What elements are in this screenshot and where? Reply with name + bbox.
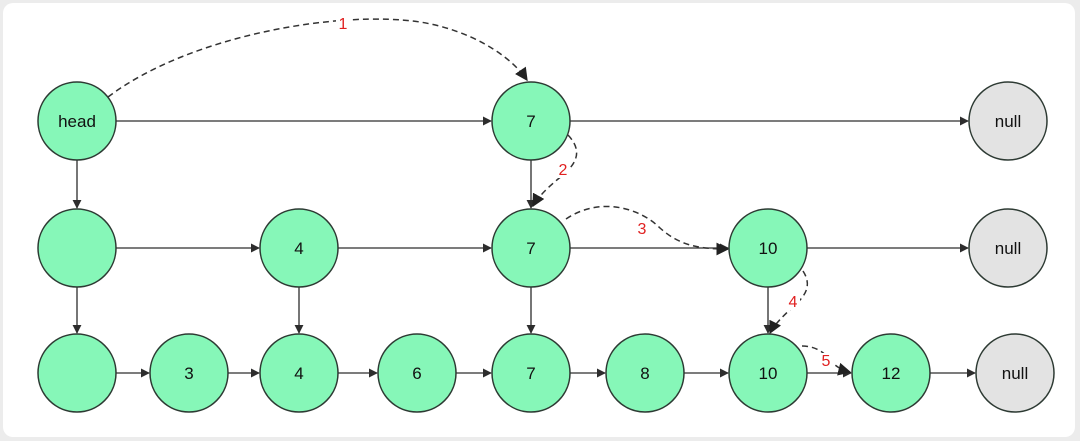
search-step-5-label: 5 [822,353,831,370]
node-L0-null: null [975,333,1055,413]
null-node-circle [968,81,1048,161]
node-label: null [1002,364,1028,383]
node-L0-3: 3 [149,333,229,413]
node-circle [491,81,571,161]
search-step-4-label: 4 [789,294,798,311]
node-label: 12 [882,364,901,383]
node-L0-4: 4 [259,333,339,413]
node-label: 7 [526,239,535,258]
search-step-2-label: 2 [559,162,568,179]
node-label: 3 [184,364,193,383]
node-L2-null: null [968,81,1048,161]
node-label: 8 [640,364,649,383]
node-circle [605,333,685,413]
node-circle [259,208,339,288]
node-label: 6 [412,364,421,383]
node-label: 4 [294,239,303,258]
node-L0-12: 12 [851,333,931,413]
node-circle [37,333,117,413]
null-node-circle [975,333,1055,413]
node-L1-head [37,208,117,288]
nodes: head 7 null 4 7 10 null 3 4 6 7 8 10 12 null [37,81,1055,413]
node-circle [259,333,339,413]
node-circle [851,333,931,413]
node-label: 10 [759,239,778,258]
node-label: null [995,239,1021,258]
node-circle [491,333,571,413]
null-node-circle [968,208,1048,288]
node-circle [491,208,571,288]
node-L1-7: 7 [491,208,571,288]
node-L0-6: 6 [377,333,457,413]
node-label: 7 [526,364,535,383]
node-L2-7: 7 [491,81,571,161]
search-step-3-label: 3 [638,221,647,238]
node-L1-4: 4 [259,208,339,288]
search-step-4-arrow [769,270,809,335]
node-circle [149,333,229,413]
node-L0-7: 7 [491,333,571,413]
search-step-5-label-bg [819,353,833,369]
node-label: 4 [294,364,303,383]
node-L0-8: 8 [605,333,685,413]
search-step-1-label-bg [336,16,350,32]
pointer-edges [72,116,976,378]
node-circle [377,333,457,413]
node-L2-head: head [37,81,117,161]
node-circle [37,81,117,161]
search-step-2-label-bg [556,162,570,178]
node-circle [728,208,808,288]
search-step-3-label-bg [635,221,649,237]
node-label: 10 [759,364,778,383]
search-step-2-arrow [532,134,578,208]
search-step-1-arrow [107,18,528,98]
node-label: head [58,112,96,131]
node-label: 7 [526,112,535,131]
search-step-4-label-bg [786,294,800,310]
node-L0-head [37,333,117,413]
node-L0-10: 10 [728,333,808,413]
node-L1-null: null [968,208,1048,288]
search-step-1-label: 1 [339,16,348,33]
search-step-3-arrow [565,205,730,256]
node-circle [728,333,808,413]
node-circle [37,208,117,288]
node-label: null [995,112,1021,131]
node-L1-10: 10 [728,208,808,288]
search-path: 1 2 3 4 5 [107,16,852,376]
